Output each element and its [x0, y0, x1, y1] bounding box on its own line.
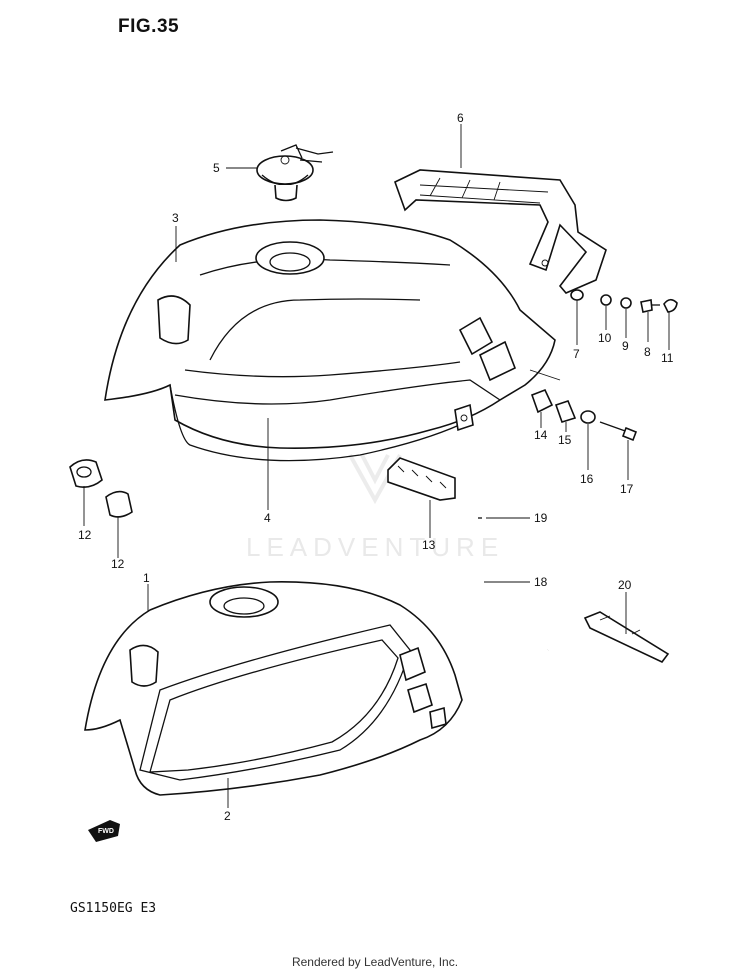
callout-17: 17: [620, 482, 634, 496]
callout-9: 9: [622, 339, 629, 353]
tank-bracket[interactable]: [394, 169, 607, 294]
callout-11: 11: [661, 351, 674, 365]
fuel-tank-lower[interactable]: [84, 581, 463, 796]
fuel-tank-upper[interactable]: [104, 219, 556, 462]
callout-4: 4: [264, 511, 271, 525]
callout-20: 20: [618, 578, 632, 592]
footer-credit: Rendered by LeadVenture, Inc.: [291, 955, 459, 969]
model-code: GS1150EG E3: [70, 901, 157, 916]
callout-2: 2: [224, 809, 231, 823]
callout-14: 14: [534, 428, 548, 442]
callout-3: 3: [172, 211, 179, 225]
watermark: LEADVENTURE: [246, 454, 504, 562]
leader-lines: [83, 124, 670, 808]
figure-title: FIG.35: [118, 16, 180, 37]
bushings-12[interactable]: [69, 459, 133, 518]
cushion-13[interactable]: [387, 457, 456, 501]
callout-6: 6: [457, 111, 464, 125]
callout-13: 13: [422, 538, 436, 552]
callout-1: 1: [143, 571, 150, 585]
callout-7: 7: [573, 347, 580, 361]
hardware-14-17[interactable]: [530, 388, 638, 442]
hose-18-19[interactable]: [476, 517, 549, 678]
callout-5: 5: [213, 161, 220, 175]
forward-arrow-label: FWD: [98, 828, 114, 835]
callout-12-lower: 12: [111, 557, 125, 571]
callout-8: 8: [644, 345, 651, 359]
fuel-cap[interactable]: [256, 144, 334, 202]
strap-20[interactable]: [583, 611, 670, 664]
callout-16: 16: [580, 472, 594, 486]
callout-labels: 5 6 3 4 1 2 7 10 9 8 11 12 12 13 14 15 1…: [78, 111, 674, 823]
hardware-7-11[interactable]: [570, 289, 678, 313]
callout-12-upper: 12: [78, 528, 92, 542]
callout-19: 19: [534, 511, 548, 525]
forward-arrow: FWD: [88, 820, 120, 842]
watermark-text: LEADVENTURE: [246, 532, 504, 562]
callout-15: 15: [558, 433, 572, 447]
callout-10: 10: [598, 331, 612, 345]
callout-18: 18: [534, 575, 548, 589]
